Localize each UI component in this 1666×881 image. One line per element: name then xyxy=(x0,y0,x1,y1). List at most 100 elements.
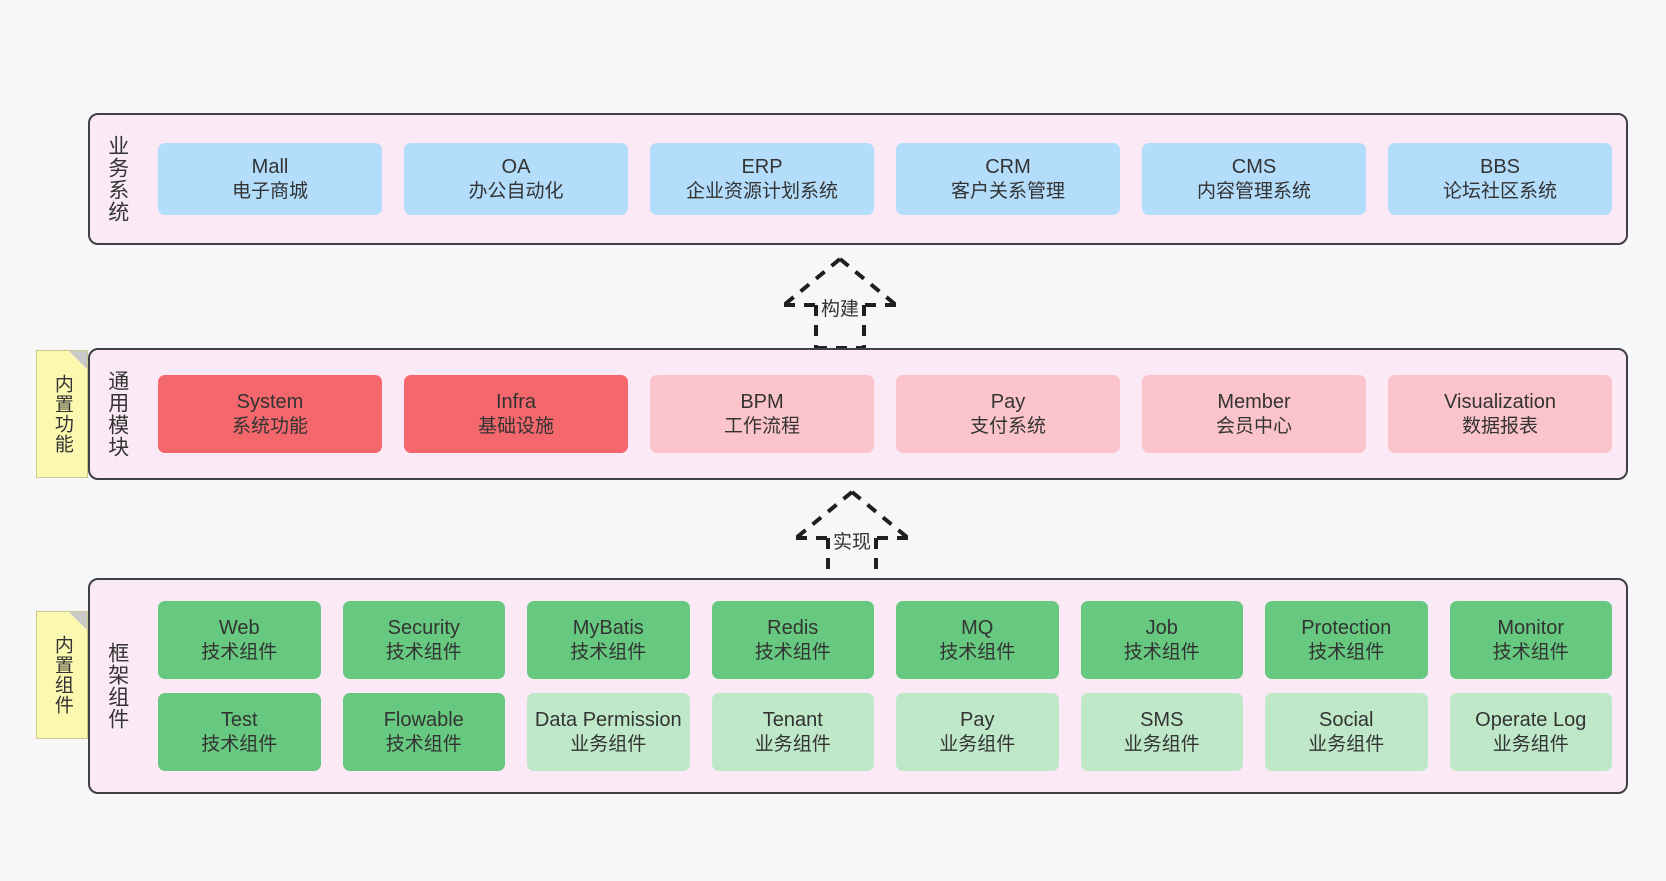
card-desc: 电子商城 xyxy=(231,180,308,202)
card-system[interactable]: System 系统功能 xyxy=(158,375,382,453)
card-title: Protection xyxy=(1301,617,1392,640)
connector-implement: 实现 xyxy=(772,488,932,583)
card-oa[interactable]: OA 办公自动化 xyxy=(404,143,628,215)
card-tenant[interactable]: Tenant 业务组件 xyxy=(711,693,874,771)
card-row: System 系统功能 Infra 基础设施 BPM 工作流程 Pay 支付系统… xyxy=(158,375,1612,453)
card-title: OA xyxy=(501,156,531,179)
card-redis[interactable]: Redis 技术组件 xyxy=(711,601,874,679)
card-title: Monitor xyxy=(1497,617,1565,640)
card-title: Web xyxy=(218,617,260,640)
card-desc: 办公自动化 xyxy=(468,180,564,202)
card-data-permission[interactable]: Data Permission 业务组件 xyxy=(527,693,690,771)
card-title: CRM xyxy=(985,156,1031,179)
card-pay-business[interactable]: Pay 业务组件 xyxy=(896,693,1059,771)
card-title: Job xyxy=(1145,617,1178,640)
card-desc: 业务组件 xyxy=(1492,733,1569,755)
card-row: Test 技术组件 Flowable 技术组件 Data Permission … xyxy=(158,693,1612,771)
layer-framework-component: 框架组件 Web 技术组件 Security 技术组件 MyBatis 技术组件… xyxy=(88,578,1628,794)
card-desc: 会员中心 xyxy=(1215,415,1292,437)
card-desc: 业务组件 xyxy=(1123,733,1200,755)
card-title: CMS xyxy=(1231,156,1277,179)
card-desc: 企业资源计划系统 xyxy=(685,180,838,202)
card-erp[interactable]: ERP 企业资源计划系统 xyxy=(650,143,874,215)
card-title: Flowable xyxy=(383,709,464,732)
card-member[interactable]: Member 会员中心 xyxy=(1142,375,1366,453)
card-desc: 技术组件 xyxy=(385,733,462,755)
card-desc: 系统功能 xyxy=(231,415,308,437)
layer-body-frame: Web 技术组件 Security 技术组件 MyBatis 技术组件 Redi… xyxy=(144,580,1626,792)
card-crm[interactable]: CRM 客户关系管理 xyxy=(896,143,1120,215)
card-desc: 业务组件 xyxy=(570,733,647,755)
card-desc: 支付系统 xyxy=(969,415,1046,437)
card-desc: 内容管理系统 xyxy=(1196,180,1311,202)
card-desc: 客户关系管理 xyxy=(950,180,1065,202)
card-protection[interactable]: Protection 技术组件 xyxy=(1265,601,1428,679)
connector-label-implement: 实现 xyxy=(832,532,871,553)
card-row: Mall 电子商城 OA 办公自动化 ERP 企业资源计划系统 CRM 客户关系… xyxy=(158,143,1612,215)
card-desc: 工作流程 xyxy=(723,415,800,437)
card-operate-log[interactable]: Operate Log 业务组件 xyxy=(1449,693,1612,771)
card-desc: 技术组件 xyxy=(201,733,278,755)
card-title: ERP xyxy=(741,156,783,179)
card-desc: 技术组件 xyxy=(1308,641,1385,663)
card-visualization[interactable]: Visualization 数据报表 xyxy=(1388,375,1612,453)
card-security[interactable]: Security 技术组件 xyxy=(342,601,505,679)
layer-common-module: 通用模块 System 系统功能 Infra 基础设施 BPM 工作流程 Pay… xyxy=(88,348,1628,480)
card-title: Pay xyxy=(990,391,1026,414)
connector-build: 构建 xyxy=(760,255,920,350)
note-text: 内置功能 xyxy=(51,374,73,454)
card-bbs[interactable]: BBS 论坛社区系统 xyxy=(1388,143,1612,215)
layer-body-business: Mall 电子商城 OA 办公自动化 ERP 企业资源计划系统 CRM 客户关系… xyxy=(144,115,1626,243)
card-title: SMS xyxy=(1140,709,1184,732)
card-mybatis[interactable]: MyBatis 技术组件 xyxy=(527,601,690,679)
card-title: Visualization xyxy=(1444,391,1556,414)
connector-label-build: 构建 xyxy=(820,299,859,320)
card-title: Pay xyxy=(960,709,995,732)
card-title: Security xyxy=(387,617,460,640)
card-title: Data Permission xyxy=(534,709,682,732)
card-desc: 技术组件 xyxy=(754,641,831,663)
card-job[interactable]: Job 技术组件 xyxy=(1080,601,1243,679)
card-title: MQ xyxy=(961,617,994,640)
card-title: Infra xyxy=(495,391,537,414)
card-desc: 技术组件 xyxy=(201,641,278,663)
card-desc: 技术组件 xyxy=(385,641,462,663)
card-title: System xyxy=(236,391,304,414)
card-row: Web 技术组件 Security 技术组件 MyBatis 技术组件 Redi… xyxy=(158,601,1612,679)
card-title: Test xyxy=(220,709,258,732)
card-desc: 基础设施 xyxy=(477,415,554,437)
card-title: Operate Log xyxy=(1475,709,1587,732)
card-mall[interactable]: Mall 电子商城 xyxy=(158,143,382,215)
card-flowable[interactable]: Flowable 技术组件 xyxy=(342,693,505,771)
card-title: Mall xyxy=(251,156,289,179)
layer-business-system: 业务系统 Mall 电子商城 OA 办公自动化 ERP 企业资源计划系统 CRM… xyxy=(88,113,1628,245)
card-test[interactable]: Test 技术组件 xyxy=(158,693,321,771)
card-desc: 技术组件 xyxy=(570,641,647,663)
card-desc: 技术组件 xyxy=(1492,641,1569,663)
card-monitor[interactable]: Monitor 技术组件 xyxy=(1449,601,1612,679)
card-social[interactable]: Social 业务组件 xyxy=(1265,693,1428,771)
layer-body-common: System 系统功能 Infra 基础设施 BPM 工作流程 Pay 支付系统… xyxy=(144,350,1626,478)
layer-title-common: 通用模块 xyxy=(105,370,129,458)
card-title: BPM xyxy=(740,391,784,414)
layer-title-frame: 框架组件 xyxy=(105,642,129,730)
layer-title-business: 业务系统 xyxy=(105,135,129,223)
card-cms[interactable]: CMS 内容管理系统 xyxy=(1142,143,1366,215)
card-mq[interactable]: MQ 技术组件 xyxy=(896,601,1059,679)
card-desc: 业务组件 xyxy=(1308,733,1385,755)
card-pay[interactable]: Pay 支付系统 xyxy=(896,375,1120,453)
card-title: Member xyxy=(1217,391,1291,414)
card-title: Redis xyxy=(767,617,819,640)
card-title: BBS xyxy=(1479,156,1521,179)
note-text: 内置组件 xyxy=(51,635,73,715)
card-web[interactable]: Web 技术组件 xyxy=(158,601,321,679)
card-desc: 数据报表 xyxy=(1461,415,1538,437)
card-desc: 论坛社区系统 xyxy=(1442,180,1557,202)
card-desc: 业务组件 xyxy=(754,733,831,755)
card-sms[interactable]: SMS 业务组件 xyxy=(1080,693,1243,771)
card-infra[interactable]: Infra 基础设施 xyxy=(404,375,628,453)
card-bpm[interactable]: BPM 工作流程 xyxy=(650,375,874,453)
card-title: MyBatis xyxy=(572,617,644,640)
card-desc: 业务组件 xyxy=(939,733,1016,755)
